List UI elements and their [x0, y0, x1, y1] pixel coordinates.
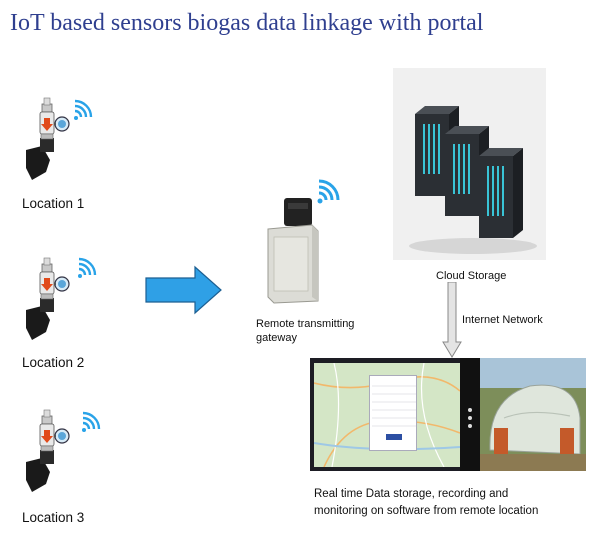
sensor-icon-1	[25, 97, 70, 181]
location-3-label: Location 3	[22, 510, 85, 525]
internet-network-label: Internet Network	[462, 314, 543, 326]
portal-screenshot	[310, 358, 586, 471]
portal-map-view	[314, 363, 460, 467]
biogas-plant-photo	[480, 358, 586, 471]
sensor-icon-3	[25, 409, 70, 493]
right-arrow-icon	[145, 265, 222, 315]
portal-sidebar	[460, 358, 480, 471]
gateway-label: Remote transmitting gateway	[256, 317, 354, 345]
diagram-title: IoT based sensors biogas data linkage wi…	[10, 10, 484, 36]
portal-info-panel	[369, 375, 417, 451]
server-rack-icon	[409, 106, 537, 254]
portal-description: Real time Data storage, recording and mo…	[314, 486, 538, 520]
portal-description-line1: Real time Data storage, recording and	[314, 488, 509, 500]
cloud-storage-panel	[393, 68, 546, 260]
sensor-column	[25, 97, 101, 493]
cloud-storage-label: Cloud Storage	[436, 270, 507, 282]
gateway-label-line2: gateway	[256, 332, 297, 344]
biogas-bag-graphic	[480, 358, 586, 471]
sensor-icon-2	[25, 257, 70, 341]
gateway-device-icon	[267, 179, 340, 304]
info-panel-rows	[372, 385, 416, 440]
portal-sidebar-icons	[468, 408, 472, 428]
wifi-icon-1	[72, 99, 93, 122]
location-1-label: Location 1	[22, 196, 85, 211]
wifi-icon-2	[76, 257, 97, 280]
portal-description-line2: monitoring on software from remote locat…	[314, 505, 539, 517]
location-2-label: Location 2	[22, 355, 85, 370]
down-arrow-icon	[442, 282, 462, 358]
wifi-icon-3	[80, 411, 101, 434]
gateway-label-line1: Remote transmitting	[256, 318, 355, 330]
